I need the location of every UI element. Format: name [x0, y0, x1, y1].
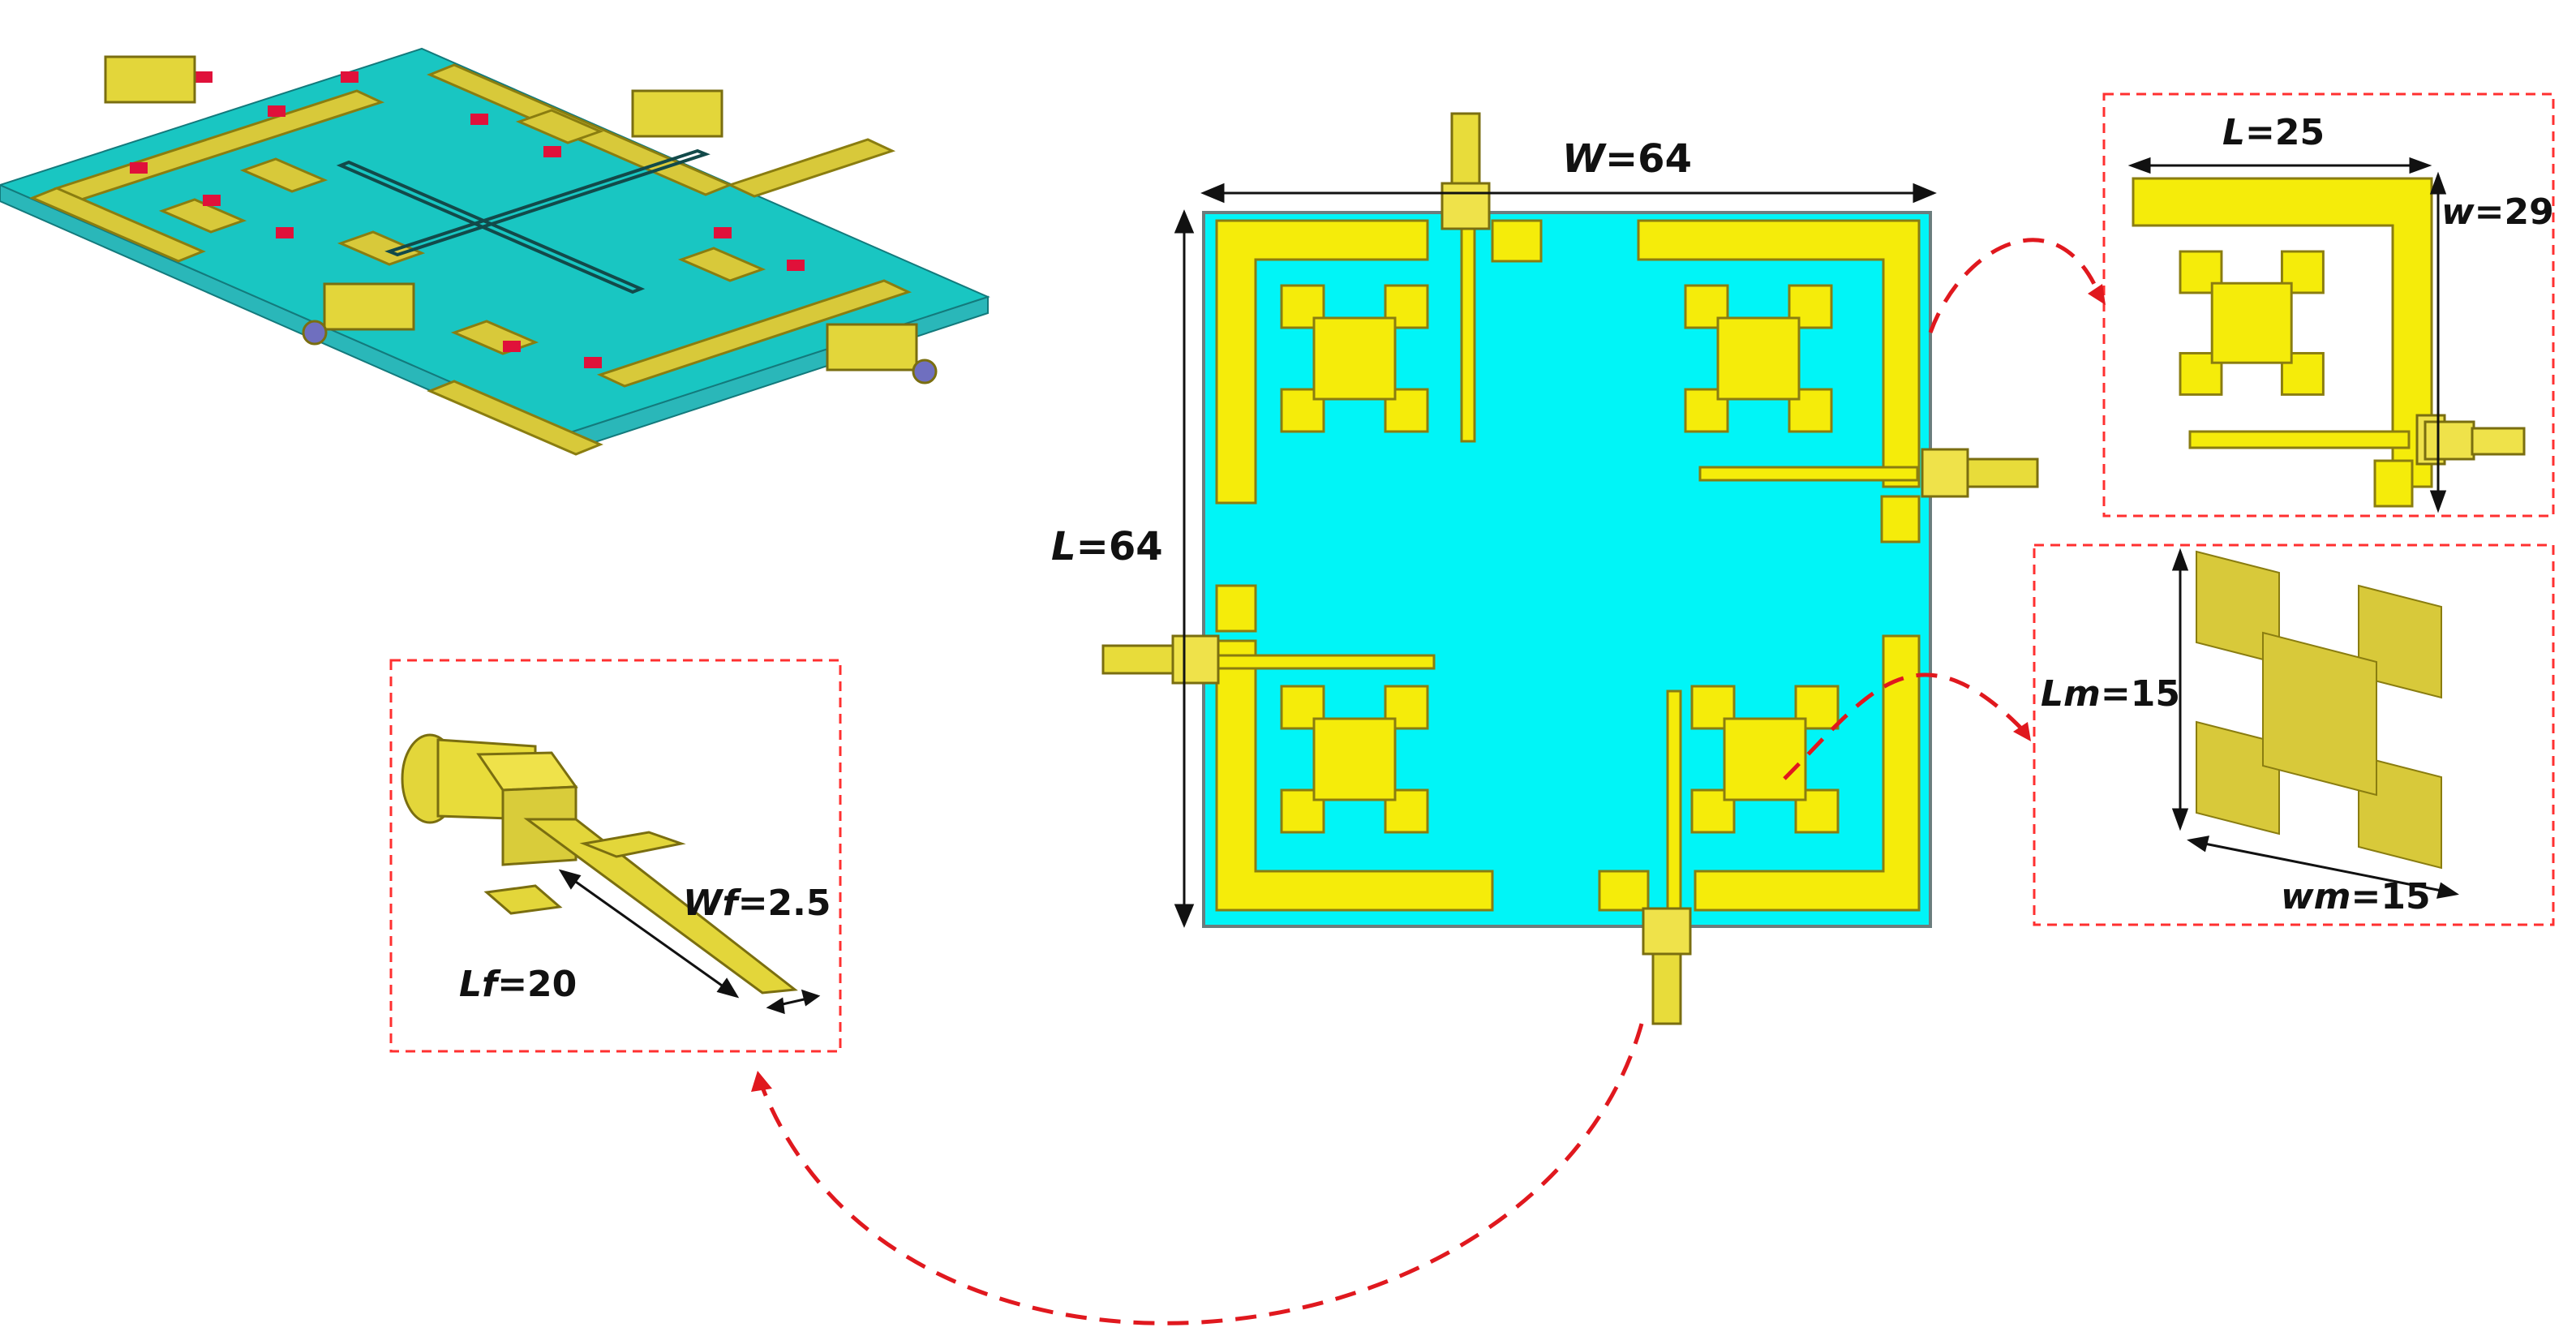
copper-radiators	[1215, 219, 1921, 912]
connector-arrows	[757, 238, 2103, 1325]
mta-length-label: Lm=15	[2041, 673, 2180, 715]
port-left	[1101, 634, 1220, 685]
perspective-view	[0, 47, 990, 456]
arrowheads	[751, 284, 2106, 1092]
arrow-to-metacell	[1783, 672, 2028, 780]
port-bottom	[1642, 907, 1692, 1025]
perspective-ports	[104, 55, 938, 384]
perspective-ground-slots	[336, 148, 711, 294]
arrowhead-icon	[2013, 722, 2031, 741]
feed-width-label: Wf=2.5	[683, 883, 831, 924]
mta-width-label: wm=15	[2281, 876, 2431, 917]
dimension-w	[1200, 183, 1937, 204]
feed-line-left	[1215, 654, 1436, 670]
arrow-to-feed	[757, 1023, 1644, 1325]
arm-length-label: L=25	[2222, 112, 2325, 153]
element-inset: L=25 w=29	[2102, 92, 2555, 518]
dimension-l	[1174, 209, 1195, 928]
meta-cell-inset: Lm=15 wm=15	[2033, 543, 2555, 926]
feed-inset: Wf=2.5 Lf=20	[389, 659, 842, 1053]
top-view: W=64 L=64	[1051, 112, 2039, 1025]
port-top	[1440, 112, 1491, 230]
feed-line-right	[1698, 466, 1919, 482]
feed-line-top	[1460, 222, 1476, 443]
feed-line-bottom	[1666, 689, 1682, 910]
arrowhead-icon	[751, 1071, 772, 1092]
top-width-label: W=64	[1562, 136, 1692, 182]
sma-connector-icon	[302, 320, 328, 346]
arrowhead-icon	[2088, 284, 2106, 305]
arm-width-label: w=29	[2441, 191, 2554, 233]
arrow-to-element	[1928, 238, 2103, 333]
feed-length-label: Lf=20	[459, 964, 577, 1005]
side-length-label: L=64	[1051, 524, 1163, 569]
port-right	[1921, 448, 2039, 498]
perspective-chips	[130, 71, 805, 368]
sma-connector-icon	[912, 359, 938, 384]
perspective-copper	[29, 63, 912, 456]
